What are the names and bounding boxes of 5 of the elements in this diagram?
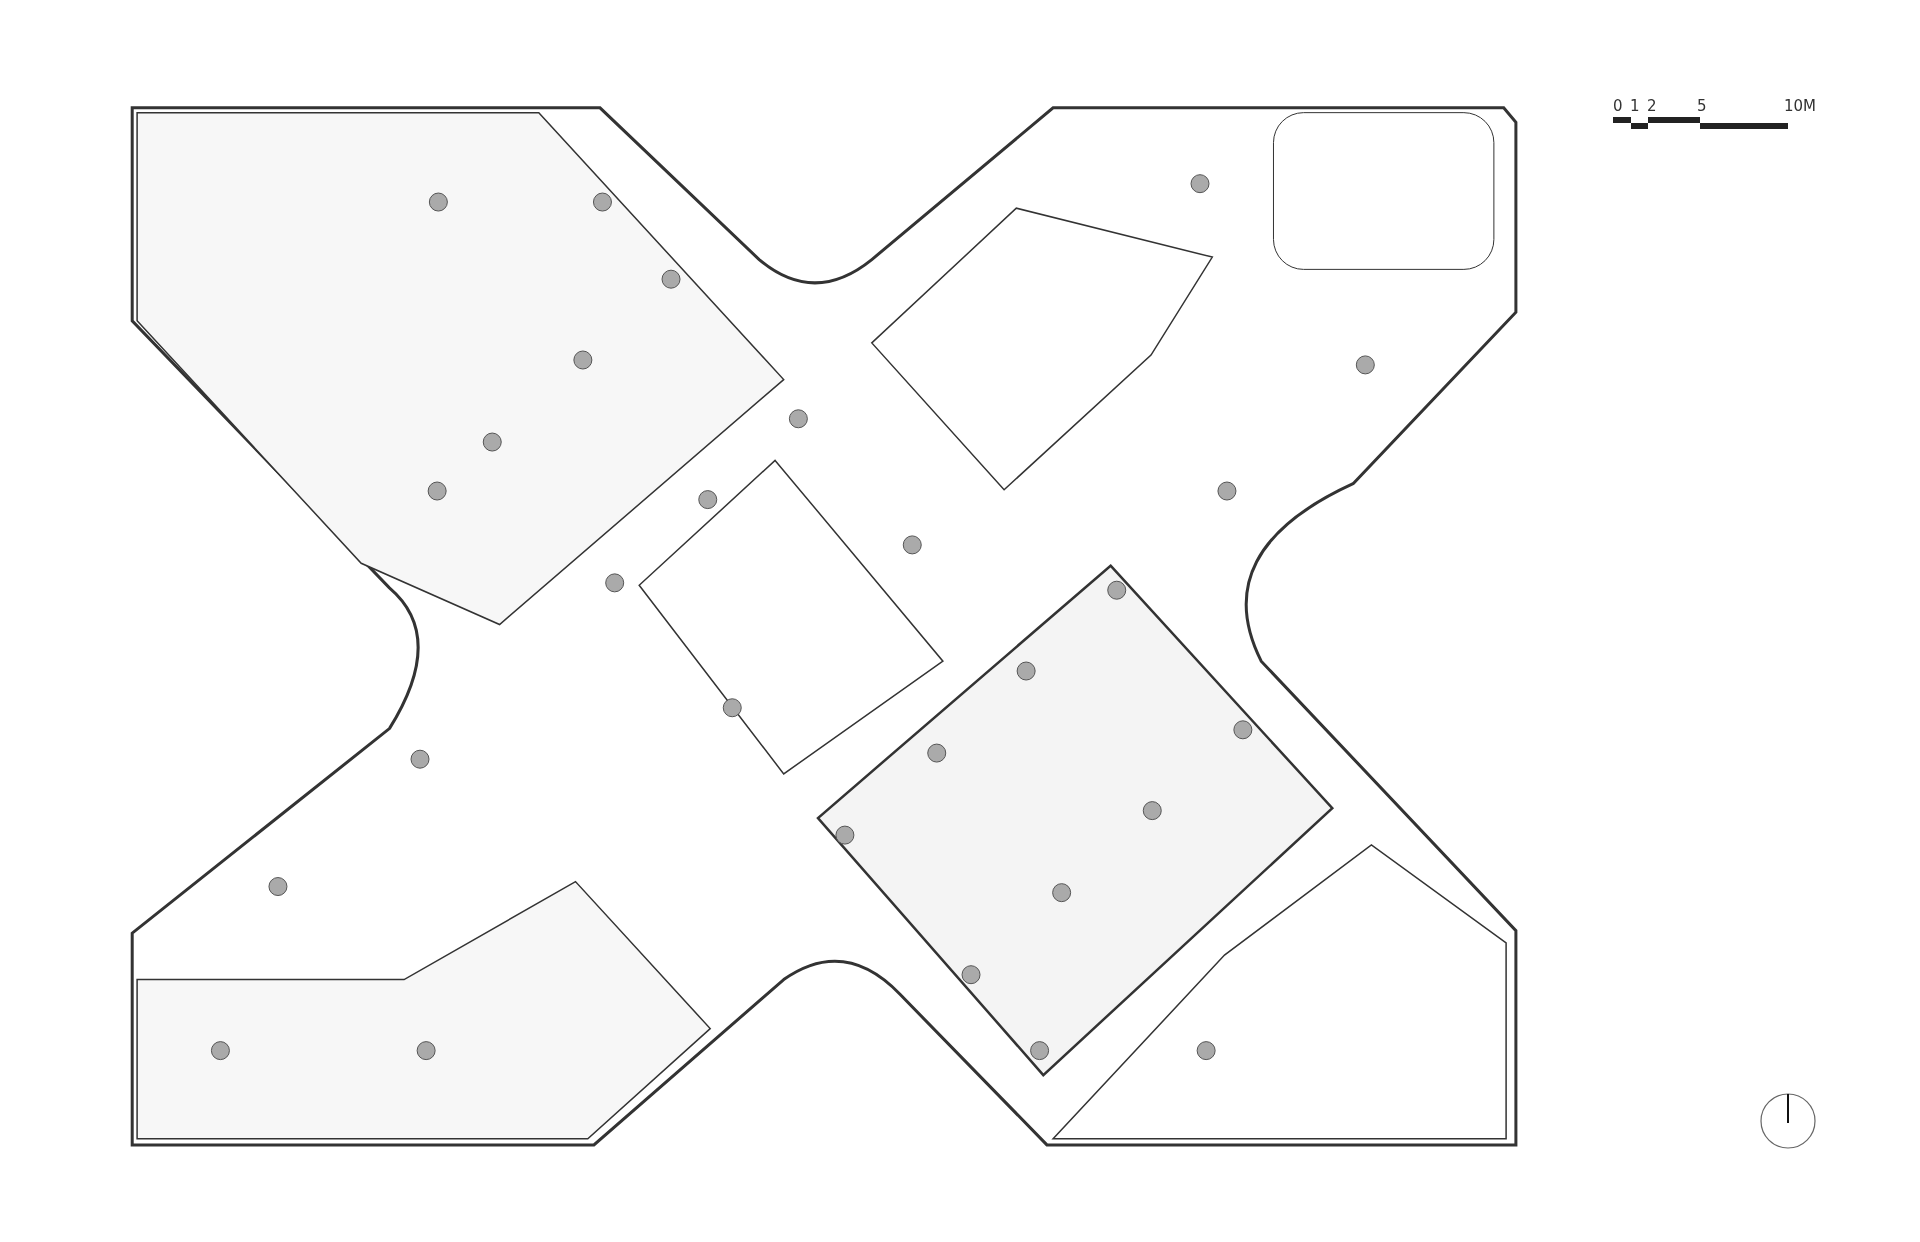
scale-label: 5 <box>1697 99 1707 114</box>
scale-label: 2 <box>1647 99 1657 114</box>
scale-label: 1 <box>1630 99 1640 114</box>
scale-label: 0 <box>1613 99 1623 114</box>
scale-label: 10M <box>1784 99 1817 114</box>
